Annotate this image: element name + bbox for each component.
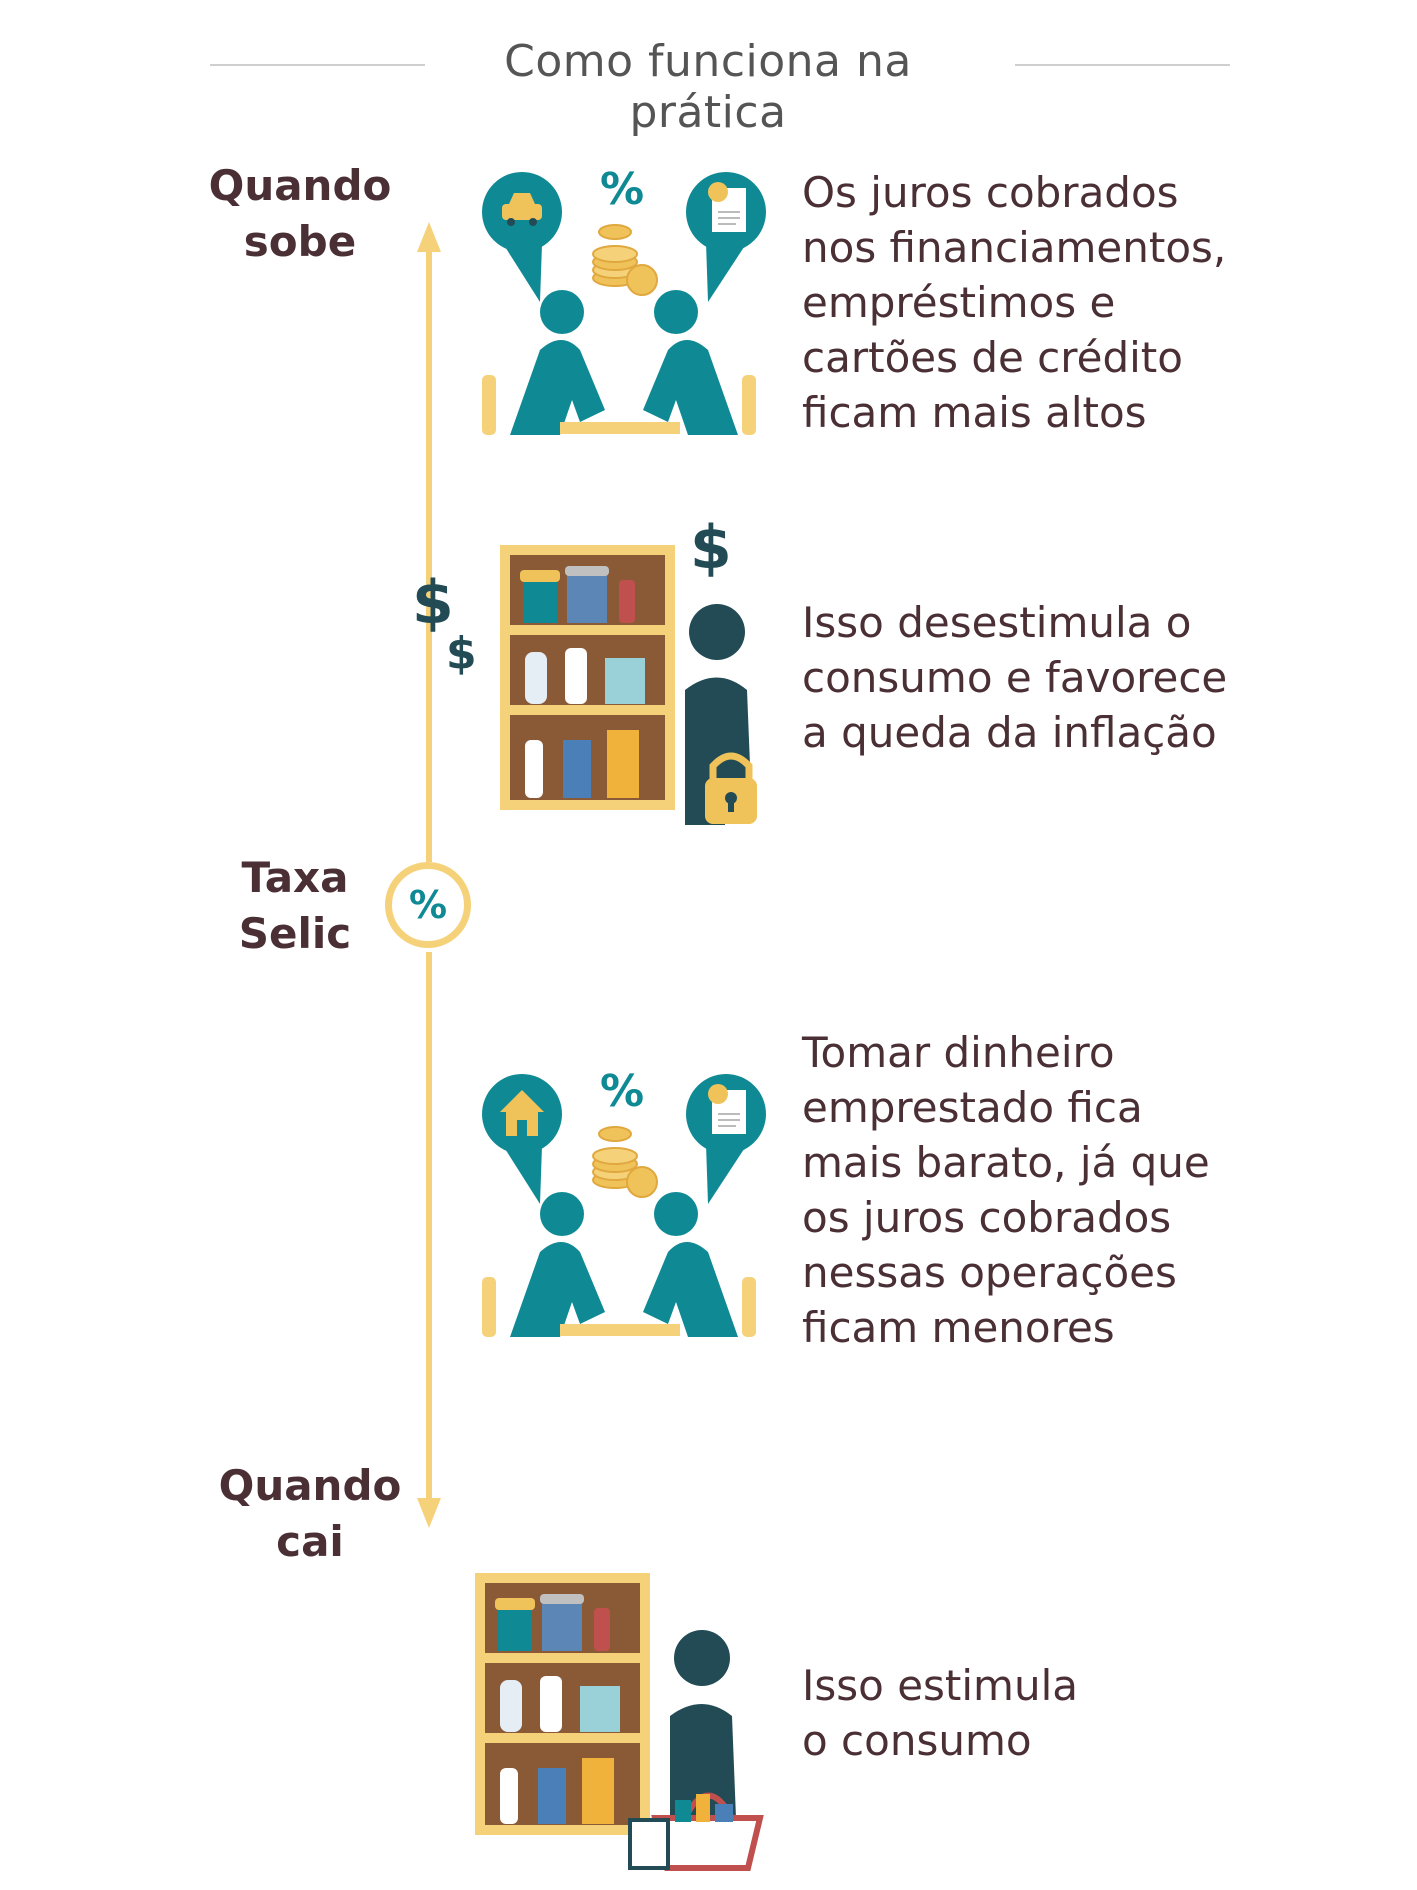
people-at-table-icon: [482, 1192, 756, 1337]
coins-icon: [592, 224, 658, 296]
coins-icon: [592, 1126, 658, 1198]
shopper-locked-icon: [685, 604, 757, 825]
header-rule-right: [1015, 64, 1230, 66]
label-quando-sobe: Quando sobe: [208, 161, 392, 266]
axis-line-top: [426, 250, 432, 862]
people-at-table-icon: [482, 290, 756, 435]
label-taxa-selic: Taxa Selic: [238, 853, 352, 958]
header-rule-left: [210, 64, 425, 66]
percent-icon: %: [600, 1066, 645, 1117]
car-bubble-icon: [482, 172, 562, 302]
contract-bubble-icon: [686, 172, 766, 302]
shelf-icon: [475, 1573, 650, 1835]
shelf-locked-illustration: [500, 545, 757, 825]
percent-icon: %: [408, 883, 448, 927]
house-bubble-icon: [482, 1074, 562, 1204]
negotiation-house-illustration: [482, 1074, 766, 1337]
negotiation-car-illustration: [482, 172, 766, 435]
arrow-down-icon: [417, 1498, 441, 1528]
dollar-icon: $: [446, 628, 477, 679]
page-title: Como funciona na prática: [504, 36, 912, 138]
shelf-icon: [500, 545, 675, 810]
label-quando-cai: Quando cai: [218, 1461, 402, 1566]
selic-badge: %: [385, 862, 471, 948]
arrow-up-icon: [417, 222, 441, 252]
row3-description: Tomar dinheiro emprestado fica mais bara…: [802, 1028, 1210, 1352]
selic-axis: [417, 222, 441, 1528]
contract-bubble-icon: [686, 1074, 766, 1204]
row2-description: Isso desestimula o consumo e favorece a …: [802, 598, 1228, 757]
row1-description: Os juros cobrados nos financiamentos, em…: [802, 168, 1227, 437]
percent-icon: %: [600, 164, 645, 215]
shopper-basket-icon: [628, 1630, 764, 1871]
axis-line-bottom: [426, 952, 432, 1500]
dollar-icon: $: [690, 513, 732, 583]
dollar-icon: $: [412, 568, 454, 638]
shelf-basket-illustration: [475, 1573, 764, 1871]
row4-description: Isso estimula o consumo: [802, 1661, 1078, 1765]
